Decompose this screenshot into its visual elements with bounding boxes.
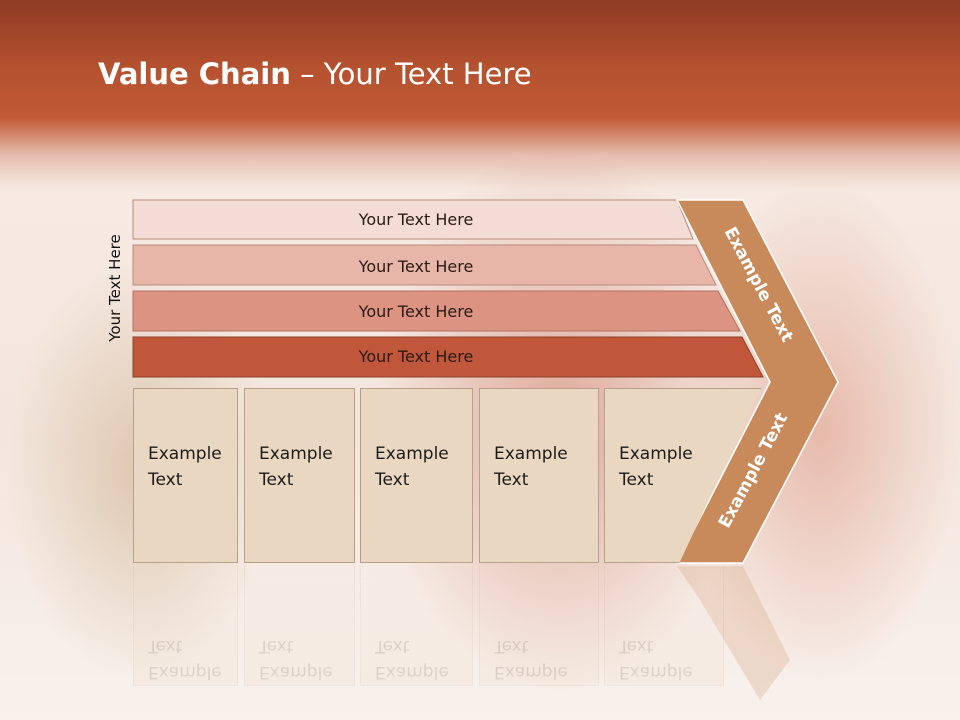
column-2-reflection-line1: Example [259,662,333,682]
column-2-text: Example Text [259,441,349,493]
column-5-reflection-line2: Text [619,636,654,656]
chevron-arrow[interactable] [675,199,839,564]
band-2-label: Your Text Here [358,257,474,276]
column-3-text: Example Text [375,441,465,493]
band-3[interactable] [132,290,741,332]
column-5-reflection-line1: Example [619,662,693,682]
column-3-reflection-line1: Example [375,662,449,682]
column-3-reflection-line2: Text [375,636,410,656]
column-1-reflection-text: Example Text [148,633,238,685]
column-4-reflection: Example Text [479,566,599,686]
header-bar [0,0,960,190]
column-3-line2: Text [375,470,410,490]
column-1[interactable]: Example Text [133,388,238,563]
column-5-line1: Example [619,444,693,464]
slide-title: Value Chain – Your Text Here [98,52,532,96]
column-2-reflection-text: Example Text [259,633,349,685]
column-2-reflection: Example Text [244,566,355,686]
column-3[interactable]: Example Text [360,388,473,563]
column-5-reflection-text: Example Text [619,633,709,685]
column-4-text: Example Text [494,441,584,493]
column-4-line2: Text [494,470,529,490]
column-4-reflection-text: Example Text [494,633,584,685]
column-1-reflection-line2: Text [148,636,183,656]
column-1-text: Example Text [148,441,238,493]
column-1-line1: Example [148,444,222,464]
column-1-reflection-line1: Example [148,662,222,682]
column-4-reflection-line2: Text [494,636,529,656]
title-bold: Value Chain [98,57,291,91]
title-rest: – Your Text Here [290,57,532,91]
column-5-text: Example Text [619,441,709,493]
column-2[interactable]: Example Text [244,388,355,563]
column-5-line2: Text [619,470,654,490]
column-1-line2: Text [148,470,183,490]
column-3-line1: Example [375,444,449,464]
band-4[interactable] [132,336,764,378]
column-2-reflection-line2: Text [259,636,294,656]
band-1[interactable] [132,199,694,240]
band-4-label: Your Text Here [358,347,474,366]
column-4[interactable]: Example Text [479,388,599,563]
column-2-line2: Text [259,470,294,490]
column-4-reflection-line1: Example [494,662,568,682]
band-3-label: Your Text Here [358,302,474,321]
band-1-label: Your Text Here [358,210,474,229]
column-4-line1: Example [494,444,568,464]
column-3-reflection: Example Text [360,566,473,686]
column-5-reflection: Example Text [604,566,724,686]
column-2-line1: Example [259,444,333,464]
band-2[interactable] [132,244,717,286]
column-3-reflection-text: Example Text [375,633,465,685]
column-1-reflection: Example Text [133,566,238,686]
chevron-reflection [677,566,790,700]
